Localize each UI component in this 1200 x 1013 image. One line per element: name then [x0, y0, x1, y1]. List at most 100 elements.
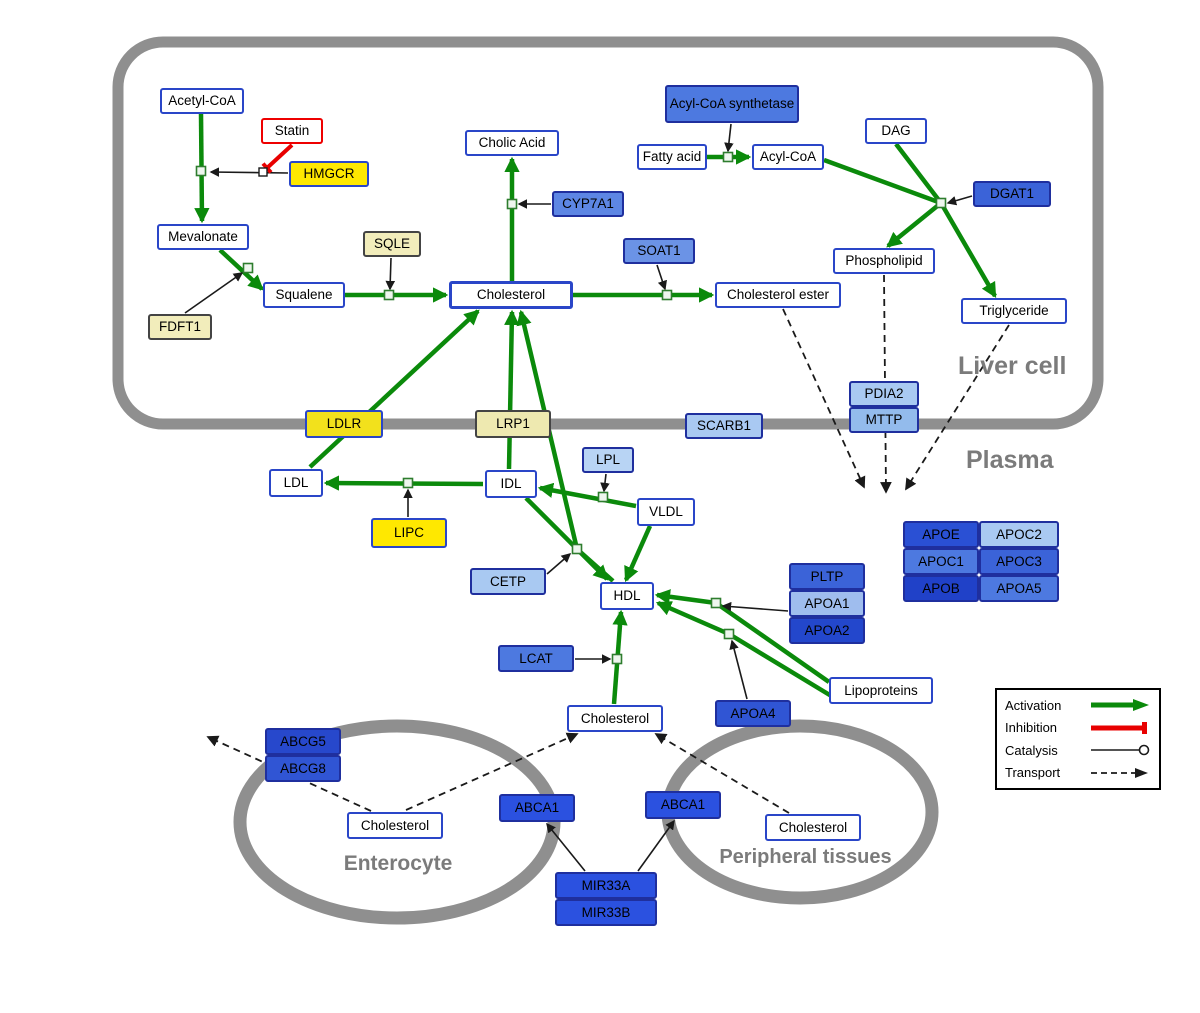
reaction-node-square — [597, 491, 609, 503]
node-apob[interactable]: APOB — [903, 575, 979, 602]
reaction-node-square — [710, 597, 722, 609]
node-fdft1[interactable]: FDFT1 — [148, 314, 212, 340]
reaction-node-square — [611, 653, 623, 665]
legend-row-activation: Activation — [1005, 698, 1151, 713]
node-apoc2[interactable]: APOC2 — [979, 521, 1059, 548]
reaction-node-square — [935, 197, 947, 209]
node-apoc1[interactable]: APOC1 — [903, 548, 979, 575]
activation-edge — [504, 309, 520, 470]
enterocyte-compartment — [233, 719, 561, 925]
node-idl[interactable]: IDL — [485, 470, 537, 498]
node-acyl-coa-synthetase[interactable]: Acyl-CoA synthetase — [665, 85, 799, 123]
catalysis-edge — [546, 822, 586, 872]
reaction-node-square — [661, 289, 673, 301]
catalysis-edge — [385, 257, 396, 291]
activation-arrow-icon — [1091, 699, 1149, 712]
node-acetyl-coa[interactable]: Acetyl-CoA — [160, 88, 244, 114]
node-apoc3[interactable]: APOC3 — [979, 548, 1059, 575]
node-cyp7a1[interactable]: CYP7A1 — [552, 191, 624, 217]
activation-edge — [623, 525, 653, 583]
node-abca1-peripheral[interactable]: ABCA1 — [645, 791, 721, 819]
node-squalene[interactable]: Squalene — [263, 282, 345, 308]
node-statin[interactable]: Statin — [261, 118, 323, 144]
node-mir33a[interactable]: MIR33A — [555, 872, 657, 899]
enterocyte-label: Enterocyte — [343, 852, 453, 875]
node-hmgcr[interactable]: HMGCR — [289, 161, 369, 187]
catalysis-edge — [209, 167, 289, 177]
activation-edge — [537, 482, 637, 509]
node-apoa5[interactable]: APOA5 — [979, 575, 1059, 602]
node-scarb1[interactable]: SCARB1 — [685, 413, 763, 439]
node-lipc[interactable]: LIPC — [371, 518, 447, 548]
activation-edge — [308, 309, 480, 469]
catalysis-edge — [184, 272, 244, 314]
node-cholesterol-ester[interactable]: Cholesterol ester — [715, 282, 841, 308]
statin-binding-site-square — [258, 167, 268, 177]
catalysis-edge — [637, 819, 675, 872]
catalysis-edge — [600, 473, 610, 493]
transport-edge — [905, 324, 1010, 491]
node-cholic-acid[interactable]: Cholic Acid — [465, 130, 559, 156]
node-lcat[interactable]: LCAT — [498, 645, 574, 672]
node-hdl[interactable]: HDL — [600, 582, 654, 610]
node-cetp[interactable]: CETP — [470, 568, 546, 595]
node-fatty-acid[interactable]: Fatty acid — [637, 144, 707, 170]
node-dgat1[interactable]: DGAT1 — [973, 181, 1051, 207]
reaction-node-square — [195, 165, 207, 177]
node-apoe[interactable]: APOE — [903, 521, 979, 548]
node-abcg8[interactable]: ABCG8 — [265, 755, 341, 782]
legend: Activation Inhibition Catalysis Transpor… — [995, 688, 1161, 790]
node-sqle[interactable]: SQLE — [363, 231, 421, 257]
catalysis-edge — [721, 601, 789, 612]
node-cholesterol-peripheral[interactable]: Cholesterol — [765, 814, 861, 841]
liver-cell-label: Liver cell — [958, 352, 1067, 380]
node-ldl[interactable]: LDL — [269, 469, 323, 497]
transport-edge — [654, 733, 790, 814]
node-pdia2[interactable]: PDIA2 — [849, 381, 919, 407]
node-ldlr[interactable]: LDLR — [305, 410, 383, 438]
node-abca1-enterocyte[interactable]: ABCA1 — [499, 794, 575, 822]
reaction-node-square — [571, 543, 583, 555]
legend-activation-label: Activation — [1005, 697, 1062, 713]
catalysis-edge — [546, 553, 572, 575]
node-apoa1[interactable]: APOA1 — [789, 590, 865, 617]
legend-inhibition-label: Inhibition — [1005, 720, 1058, 736]
node-lipoproteins[interactable]: Lipoproteins — [829, 677, 933, 704]
node-cholesterol-plasma[interactable]: Cholesterol — [567, 705, 663, 732]
node-soat1[interactable]: SOAT1 — [623, 238, 695, 264]
transport-edge — [782, 308, 866, 489]
reaction-node-square — [383, 289, 395, 301]
legend-row-catalysis: Catalysis — [1005, 743, 1151, 758]
reaction-node-square — [722, 151, 734, 163]
node-lrp1[interactable]: LRP1 — [475, 410, 551, 438]
legend-catalysis-label: Catalysis — [1005, 742, 1058, 758]
reaction-node-square — [723, 628, 735, 640]
node-triglyceride[interactable]: Triglyceride — [961, 298, 1067, 324]
catalysis-edge — [946, 195, 973, 206]
reaction-node-square — [402, 477, 414, 489]
node-mttp[interactable]: MTTP — [849, 407, 919, 433]
node-cholesterol-enterocyte[interactable]: Cholesterol — [347, 812, 443, 839]
node-phospholipid[interactable]: Phospholipid — [833, 248, 935, 274]
legend-transport-label: Transport — [1005, 765, 1061, 781]
node-dag[interactable]: DAG — [865, 118, 927, 144]
catalysis-edge — [729, 639, 748, 700]
node-pltp[interactable]: PLTP — [789, 563, 865, 590]
reaction-node-square — [506, 198, 518, 210]
node-apoa4[interactable]: APOA4 — [715, 700, 791, 727]
catalysis-circle-icon — [1091, 744, 1150, 756]
peripheral-tissues-label: Peripheral tissues — [719, 846, 892, 868]
node-lpl[interactable]: LPL — [582, 447, 634, 473]
node-acyl-coa[interactable]: Acyl-CoA — [752, 144, 824, 170]
node-vldl[interactable]: VLDL — [637, 498, 695, 526]
reaction-node-square — [242, 262, 254, 274]
node-mir33b[interactable]: MIR33B — [555, 899, 657, 926]
node-abcg5[interactable]: ABCG5 — [265, 728, 341, 755]
node-mevalonate[interactable]: Mevalonate — [157, 224, 249, 250]
inhibition-edge — [261, 143, 294, 174]
plasma-label: Plasma — [966, 446, 1054, 474]
node-cholesterol-liver[interactable]: Cholesterol — [449, 281, 573, 309]
node-apoa2[interactable]: APOA2 — [789, 617, 865, 644]
